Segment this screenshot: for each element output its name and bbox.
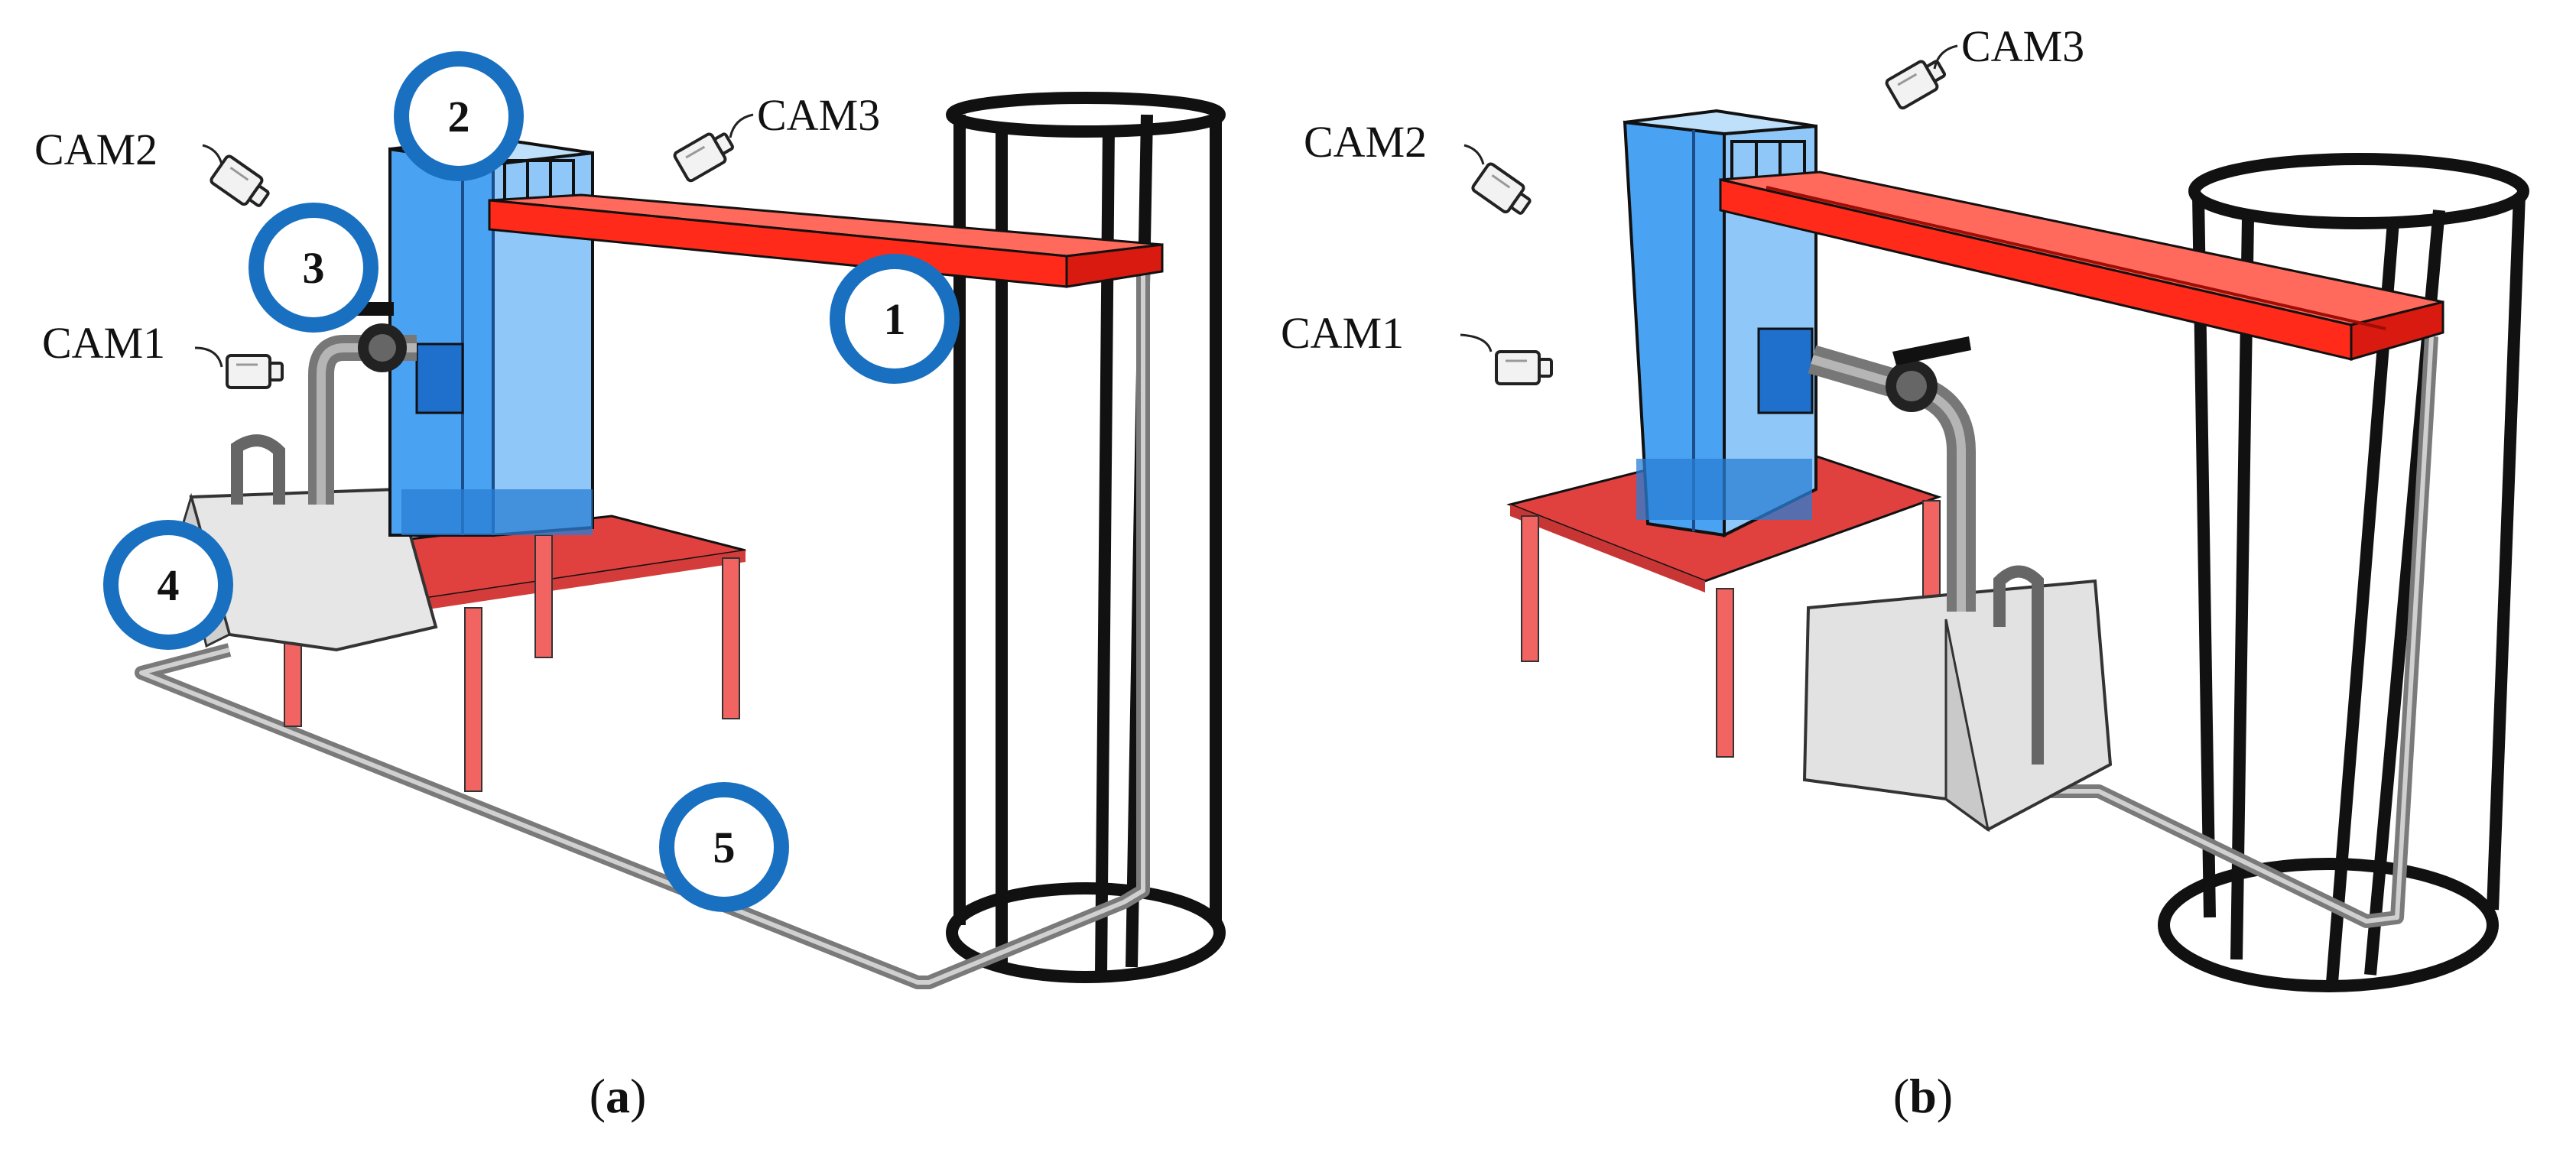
- collector-bag-b: [1802, 565, 2113, 833]
- marker-4: 4: [103, 520, 233, 650]
- camera-icon-cam1-a: [226, 354, 284, 389]
- caption-b: (b): [1893, 1069, 1953, 1123]
- camera-icon-cam2-b: [1470, 161, 1537, 222]
- camera-icon-cam3-a: [671, 125, 739, 184]
- svg-text:5: 5: [713, 823, 736, 872]
- panel-a: CAM1 CAM2 CAM3 1 2 3 4 5 (a): [34, 51, 1226, 1123]
- red-beam-b: [1719, 170, 2444, 361]
- valve-pipe: [308, 302, 417, 505]
- marker-2: 2: [394, 51, 524, 181]
- marker-1: 1: [830, 254, 960, 384]
- svg-text:1: 1: [884, 294, 906, 344]
- cam2-label-a: CAM2: [34, 125, 158, 174]
- svg-text:3: 3: [303, 243, 325, 293]
- svg-text:4: 4: [158, 560, 180, 610]
- camera-icon-cam1-b: [1495, 350, 1553, 385]
- cam2-label-b: CAM2: [1304, 117, 1427, 167]
- valve-pipe-b: [1808, 336, 1976, 612]
- cam1-label-b: CAM1: [1281, 308, 1404, 358]
- cam3-label-a: CAM3: [757, 90, 880, 140]
- caption-a: (a): [590, 1069, 647, 1123]
- panel-b: CAM1 CAM2 CAM3 (b): [1281, 21, 2529, 1123]
- marker-5: 5: [659, 782, 789, 912]
- camera-icon-cam3-b: [1883, 52, 1951, 112]
- svg-text:2: 2: [448, 92, 470, 141]
- cam3-label-b: CAM3: [1961, 21, 2084, 71]
- cam1-label-a: CAM1: [42, 318, 165, 368]
- marker-3: 3: [249, 203, 378, 333]
- camera-icon-cam2-a: [208, 153, 275, 215]
